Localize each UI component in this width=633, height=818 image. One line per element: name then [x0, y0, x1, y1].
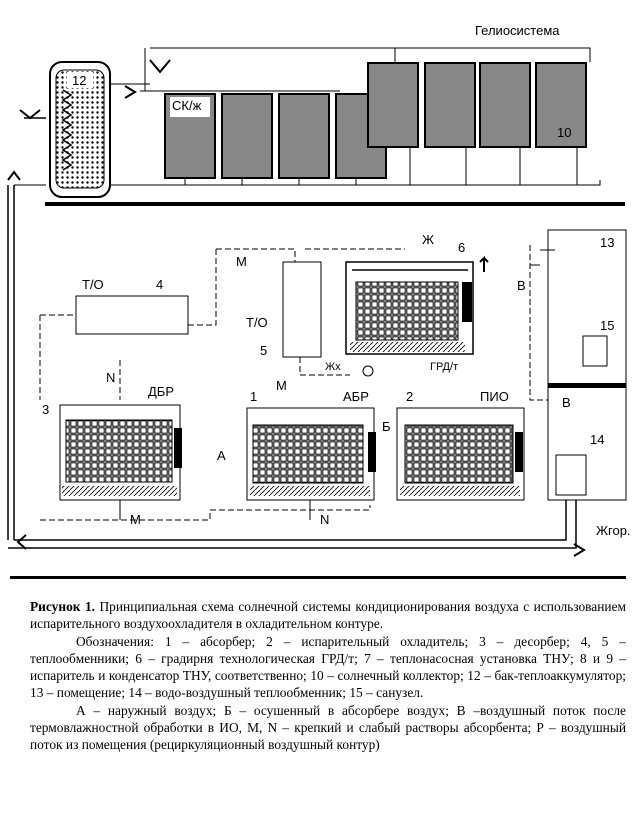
- label-B-lower: В: [562, 395, 571, 410]
- label-to-4: Т/О: [82, 277, 104, 292]
- caption-title: Рисунок 1.: [30, 599, 96, 614]
- solar-collectors-upper: 10: [367, 62, 587, 148]
- evaporative-cooler-2: [396, 407, 525, 501]
- caption-title-text: Принципиальная схема солнечной системы к…: [30, 599, 626, 632]
- label-zhgor: Жгор.: [596, 523, 631, 538]
- label-to-5: Т/О: [246, 315, 268, 330]
- label-M-bottom: М: [130, 512, 141, 527]
- label-pio: ПИО: [480, 389, 509, 404]
- label-12: 12: [72, 73, 86, 88]
- label-15: 15: [600, 318, 614, 333]
- label-grd: ГРД/т: [430, 361, 458, 373]
- label-M-mid: М: [276, 378, 287, 393]
- label-M-top: М: [236, 254, 247, 269]
- absorber-1: [246, 407, 376, 501]
- caption-legend: Обозначения: 1 – абсорбер; 2 – испарител…: [30, 633, 626, 701]
- label-abr: АБР: [343, 389, 369, 404]
- caption-flows: А – наружный воздух; Б – осушенный в абс…: [30, 702, 626, 753]
- figure-caption: Рисунок 1. Принципиальная схема солнечно…: [30, 598, 626, 754]
- storage-tank-12: 12: [49, 61, 111, 198]
- label-N-top: N: [106, 370, 115, 385]
- caption-title-paragraph: Рисунок 1. Принципиальная схема солнечно…: [30, 598, 626, 633]
- solar-ac-schematic: Гелиосистема 12 СК/ж 10: [7, 23, 631, 579]
- room-13: 13 15 14: [547, 229, 627, 501]
- label-6: 6: [458, 240, 465, 255]
- label-dbr: ДБР: [148, 384, 174, 399]
- ground-line-top: [45, 202, 625, 206]
- label-sk: СК/ж: [172, 98, 202, 113]
- label-B-dried: Б: [382, 419, 391, 434]
- label-zhx: Жх: [325, 361, 341, 373]
- label-4: 4: [156, 277, 163, 292]
- cooling-tower-6: [345, 261, 474, 355]
- label-N-bottom: N: [320, 512, 329, 527]
- heliosystem-title: Гелиосистема: [475, 23, 560, 38]
- label-zh: Ж: [422, 232, 434, 247]
- label-3: 3: [42, 402, 49, 417]
- heat-exchanger-4: Т/О 4: [75, 277, 189, 335]
- label-B-upper: В: [517, 278, 526, 293]
- label-2: 2: [406, 389, 413, 404]
- label-10: 10: [557, 125, 571, 140]
- label-A: А: [217, 448, 226, 463]
- label-14: 14: [590, 432, 604, 447]
- ground-line-bottom: [10, 576, 626, 579]
- heat-exchanger-5: Т/О 5: [246, 261, 322, 358]
- solar-collectors-lower: СК/ж: [164, 93, 387, 179]
- label-13: 13: [600, 235, 614, 250]
- label-1: 1: [250, 389, 257, 404]
- label-5: 5: [260, 343, 267, 358]
- desorber-3: [59, 404, 182, 501]
